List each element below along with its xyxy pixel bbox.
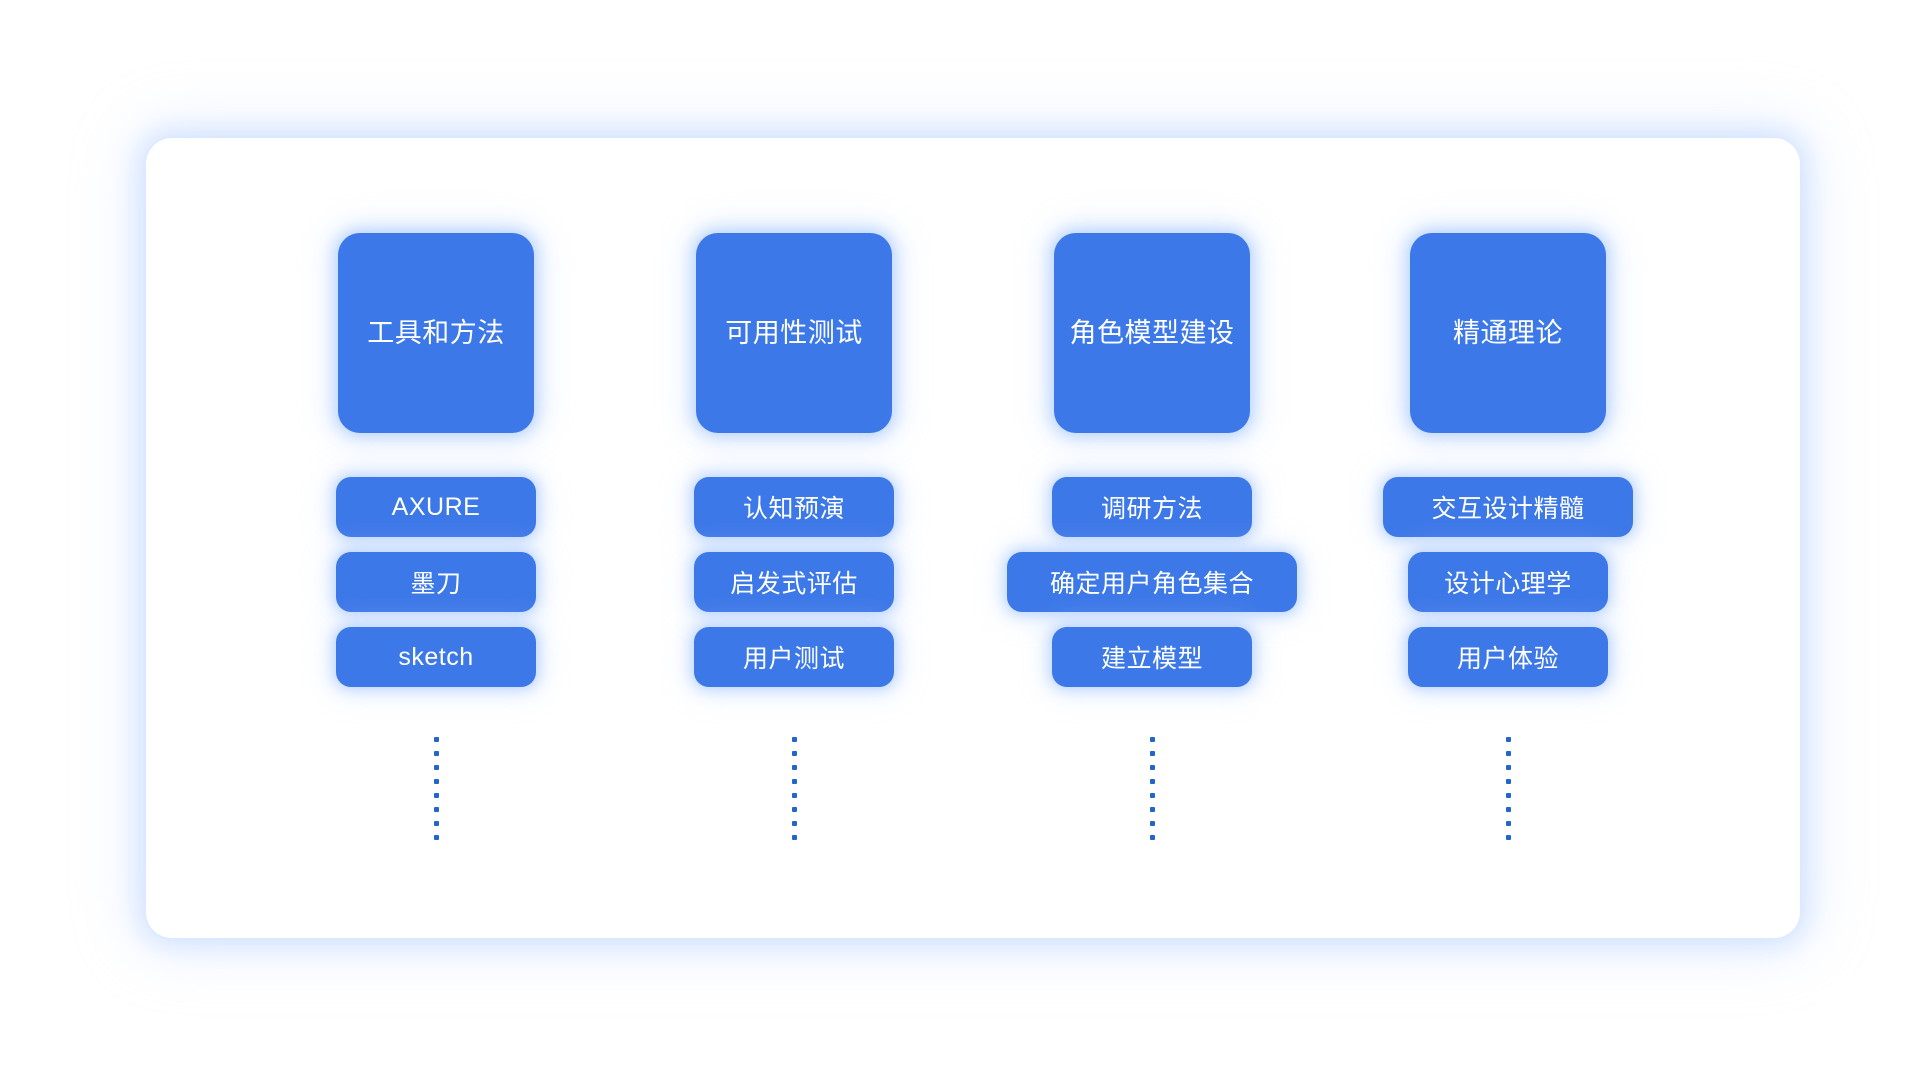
category-column-persona-modeling: 角色模型建设 调研方法 确定用户角色集合 建立模型 bbox=[972, 138, 1332, 938]
item-list-usability-testing: 认知预演 启发式评估 用户测试 bbox=[694, 477, 894, 687]
dot bbox=[791, 793, 797, 798]
dot bbox=[1505, 751, 1511, 756]
dot bbox=[433, 821, 439, 826]
item-list-tools: AXURE 墨刀 sketch bbox=[336, 477, 536, 687]
dot bbox=[433, 737, 439, 742]
list-item[interactable]: 用户体验 bbox=[1408, 627, 1608, 687]
dot bbox=[1505, 765, 1511, 770]
dot bbox=[433, 751, 439, 756]
category-column-tools: 工具和方法 AXURE 墨刀 sketch bbox=[256, 138, 616, 938]
item-list-theory-mastery: 交互设计精髓 设计心理学 用户体验 bbox=[1383, 477, 1633, 687]
dot bbox=[1149, 821, 1155, 826]
dot bbox=[791, 737, 797, 742]
dot bbox=[1505, 807, 1511, 812]
item-list-persona-modeling: 调研方法 确定用户角色集合 建立模型 bbox=[1007, 477, 1297, 687]
dot bbox=[433, 765, 439, 770]
dot bbox=[1149, 765, 1155, 770]
dot bbox=[1505, 793, 1511, 798]
list-item[interactable]: 认知预演 bbox=[694, 477, 894, 537]
dot bbox=[791, 765, 797, 770]
list-item[interactable]: 确定用户角色集合 bbox=[1007, 552, 1297, 612]
column-grid: 工具和方法 AXURE 墨刀 sketch bbox=[146, 138, 1800, 938]
dot bbox=[1505, 779, 1511, 784]
dot bbox=[791, 807, 797, 812]
list-item[interactable]: 用户测试 bbox=[694, 627, 894, 687]
content-card: 工具和方法 AXURE 墨刀 sketch bbox=[146, 138, 1800, 938]
list-item[interactable]: 建立模型 bbox=[1052, 627, 1252, 687]
list-item[interactable]: 交互设计精髓 bbox=[1383, 477, 1633, 537]
category-header-tools[interactable]: 工具和方法 bbox=[338, 233, 534, 433]
dot bbox=[1149, 779, 1155, 784]
dot bbox=[1149, 737, 1155, 742]
category-header-persona-modeling[interactable]: 角色模型建设 bbox=[1054, 233, 1250, 433]
dot bbox=[1149, 793, 1155, 798]
category-column-usability-testing: 可用性测试 认知预演 启发式评估 用户测试 bbox=[614, 138, 974, 938]
dot bbox=[1149, 807, 1155, 812]
more-items-dotted-indicator bbox=[791, 737, 797, 840]
list-item[interactable]: 墨刀 bbox=[336, 552, 536, 612]
more-items-dotted-indicator bbox=[1505, 737, 1511, 840]
dot bbox=[1505, 737, 1511, 742]
more-items-dotted-indicator bbox=[433, 737, 439, 840]
category-column-theory-mastery: 精通理论 交互设计精髓 设计心理学 用户体验 bbox=[1328, 138, 1688, 938]
dot bbox=[791, 779, 797, 784]
more-items-dotted-indicator bbox=[1149, 737, 1155, 840]
category-header-theory-mastery[interactable]: 精通理论 bbox=[1410, 233, 1606, 433]
list-item[interactable]: AXURE bbox=[336, 477, 536, 537]
list-item[interactable]: sketch bbox=[336, 627, 536, 687]
dot bbox=[433, 807, 439, 812]
dot bbox=[1149, 835, 1155, 840]
dot bbox=[791, 835, 797, 840]
list-item[interactable]: 启发式评估 bbox=[694, 552, 894, 612]
category-header-usability-testing[interactable]: 可用性测试 bbox=[696, 233, 892, 433]
list-item[interactable]: 设计心理学 bbox=[1408, 552, 1608, 612]
list-item[interactable]: 调研方法 bbox=[1052, 477, 1252, 537]
dot bbox=[1505, 835, 1511, 840]
dot bbox=[791, 751, 797, 756]
dot bbox=[433, 779, 439, 784]
dot bbox=[1149, 751, 1155, 756]
dot bbox=[791, 821, 797, 826]
dot bbox=[433, 793, 439, 798]
dot bbox=[433, 835, 439, 840]
dot bbox=[1505, 821, 1511, 826]
